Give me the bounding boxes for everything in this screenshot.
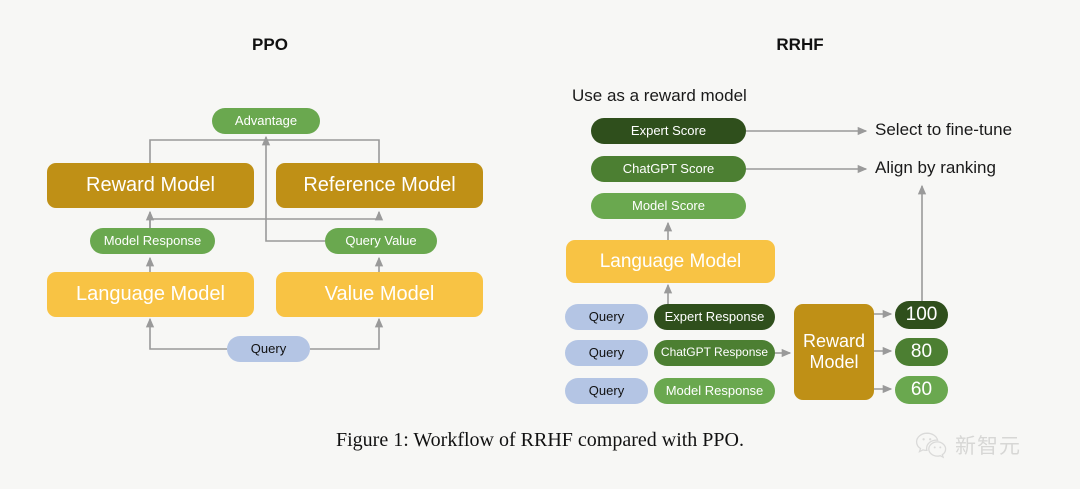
ppo-node-query: Query (227, 336, 310, 362)
ppo-advantage-label: Advantage (234, 112, 298, 128)
ppo-node-advantage: Advantage (212, 108, 320, 134)
rrhf-query-3-label: Query (588, 382, 625, 398)
ppo-node-reference-model: Reference Model (276, 163, 483, 208)
rrhf-score-chatgpt: ChatGPT Score (591, 156, 746, 182)
rrhf-query-2: Query (565, 340, 648, 366)
ppo-query-value-label: Query Value (345, 232, 417, 248)
rrhf-title: RRHF (776, 35, 824, 54)
rrhf-score-expert: Expert Score (591, 118, 746, 144)
rrhf-value-80: 80 (895, 338, 948, 366)
ppo-reference-model-label: Reference Model (303, 174, 456, 196)
ppo-reward-model-label: Reward Model (86, 174, 215, 196)
rrhf-response-chatgpt-label: ChatGPT Response (660, 345, 769, 360)
ppo-node-value-model: Value Model (276, 272, 483, 317)
rrhf-value-80-label: 80 (910, 341, 933, 363)
ppo-node-reward-model: Reward Model (47, 163, 254, 208)
rrhf-outcome-select: Select to fine-tune (875, 120, 1013, 139)
figure-caption: Figure 1: Workflow of RRHF compared with… (335, 429, 744, 451)
ppo-title: PPO (252, 35, 288, 54)
ppo-node-language-model: Language Model (47, 272, 254, 317)
watermark-text: 新智元 (955, 434, 1021, 458)
rrhf-value-100: 100 (895, 301, 948, 329)
rrhf-query-1: Query (565, 304, 648, 330)
rrhf-outcome-align: Align by ranking (875, 158, 996, 177)
rrhf-score-expert-label: Expert Score (630, 122, 707, 138)
rrhf-value-60-label: 60 (910, 379, 933, 401)
rrhf-value-100-label: 100 (905, 304, 938, 326)
ppo-node-query-value: Query Value (325, 228, 437, 254)
rrhf-reward-model-line2: Model (809, 352, 859, 372)
ppo-node-model-response: Model Response (90, 228, 215, 254)
rrhf-score-model: Model Score (591, 193, 746, 219)
ppo-model-response-label: Model Response (103, 232, 202, 248)
rrhf-value-60: 60 (895, 376, 948, 404)
rrhf-reward-model-line1: Reward (802, 331, 866, 352)
rrhf-node-reward-model: Reward Model (794, 304, 874, 400)
rrhf-query-1-label: Query (588, 308, 625, 324)
rrhf-language-model-label: Language Model (599, 250, 742, 272)
rrhf-score-model-label: Model Score (632, 197, 705, 213)
rrhf-query-3: Query (565, 378, 648, 404)
rrhf-response-chatgpt: ChatGPT Response (654, 340, 775, 366)
wechat-icon (915, 432, 947, 459)
rrhf-query-2-label: Query (588, 344, 625, 360)
ppo-query-label: Query (250, 340, 287, 356)
rrhf-response-model: Model Response (654, 378, 775, 404)
watermark: 新智元 (915, 430, 1021, 460)
rrhf-node-language-model: Language Model (566, 240, 775, 283)
rrhf-response-expert: Expert Response (654, 304, 775, 330)
rrhf-score-chatgpt-label: ChatGPT Score (622, 160, 715, 176)
rrhf-response-expert-label: Expert Response (664, 308, 765, 324)
rrhf-section-label: Use as a reward model (572, 86, 747, 105)
ppo-value-model-label: Value Model (324, 283, 435, 305)
ppo-language-model-label: Language Model (75, 283, 225, 305)
rrhf-response-model-label: Model Response (665, 382, 764, 398)
